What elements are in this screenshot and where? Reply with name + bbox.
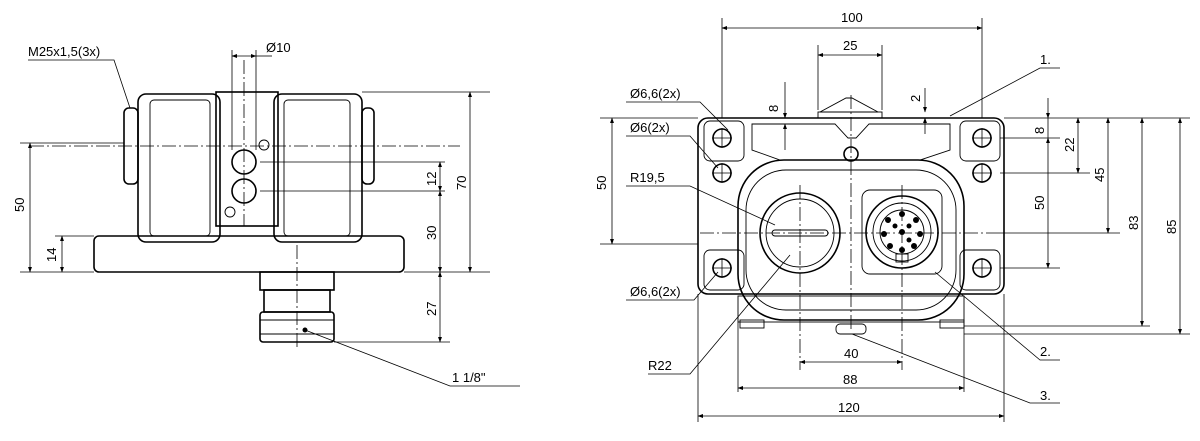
dim-side-30: 30 <box>424 226 439 240</box>
dim-bottom-120: 120 <box>838 400 860 415</box>
dim-width-25: 25 <box>843 38 857 53</box>
dim-bottom-40: 40 <box>844 346 858 361</box>
dim-side-12: 12 <box>424 172 439 186</box>
base-flange <box>93 235 405 273</box>
dim-right-50: 50 <box>1032 196 1047 210</box>
housing-right-block <box>273 93 363 243</box>
connector-size-label: 1 1/8" <box>452 370 486 385</box>
callout-2: 2. <box>1040 344 1051 359</box>
dim-right-83: 83 <box>1126 216 1141 230</box>
dim-right-85: 85 <box>1164 220 1179 234</box>
dim-width-100: 100 <box>841 10 863 25</box>
callout-1: 1. <box>1040 52 1051 67</box>
dim-right-8: 8 <box>1032 127 1047 134</box>
dim-offset-8: 8 <box>766 105 781 112</box>
dim-side-27: 27 <box>424 302 439 316</box>
side-view: M25x1,5(3x) Ø10 50 14 12 30 70 27 1 1/8" <box>12 40 520 387</box>
dim-offset-2: 2 <box>908 95 923 102</box>
dim-side-14: 14 <box>44 248 59 262</box>
dim-side-70: 70 <box>454 176 469 190</box>
front-view: 100 25 8 2 Ø6,6(2x) Ø6(2x) R19,5 Ø6,6(2x… <box>594 10 1190 422</box>
radius-19-5-label: R19,5 <box>630 170 665 185</box>
dim-side-50: 50 <box>12 198 27 212</box>
dim-bottom-88: 88 <box>843 372 857 387</box>
dim-left-50: 50 <box>594 176 609 190</box>
center-plate <box>215 91 279 227</box>
hole-label-middle: Ø6(2x) <box>630 120 670 135</box>
radius-22-label: R22 <box>648 358 672 373</box>
hole-label-upper: Ø6,6(2x) <box>630 86 681 101</box>
hole-label-lower: Ø6,6(2x) <box>630 284 681 299</box>
mounting-holes <box>712 128 992 278</box>
diameter-10-label: Ø10 <box>266 40 291 55</box>
dim-right-45: 45 <box>1092 168 1107 182</box>
callout-3: 3. <box>1040 388 1051 403</box>
thread-label: M25x1,5(3x) <box>28 44 100 59</box>
dim-right-22: 22 <box>1062 138 1077 152</box>
